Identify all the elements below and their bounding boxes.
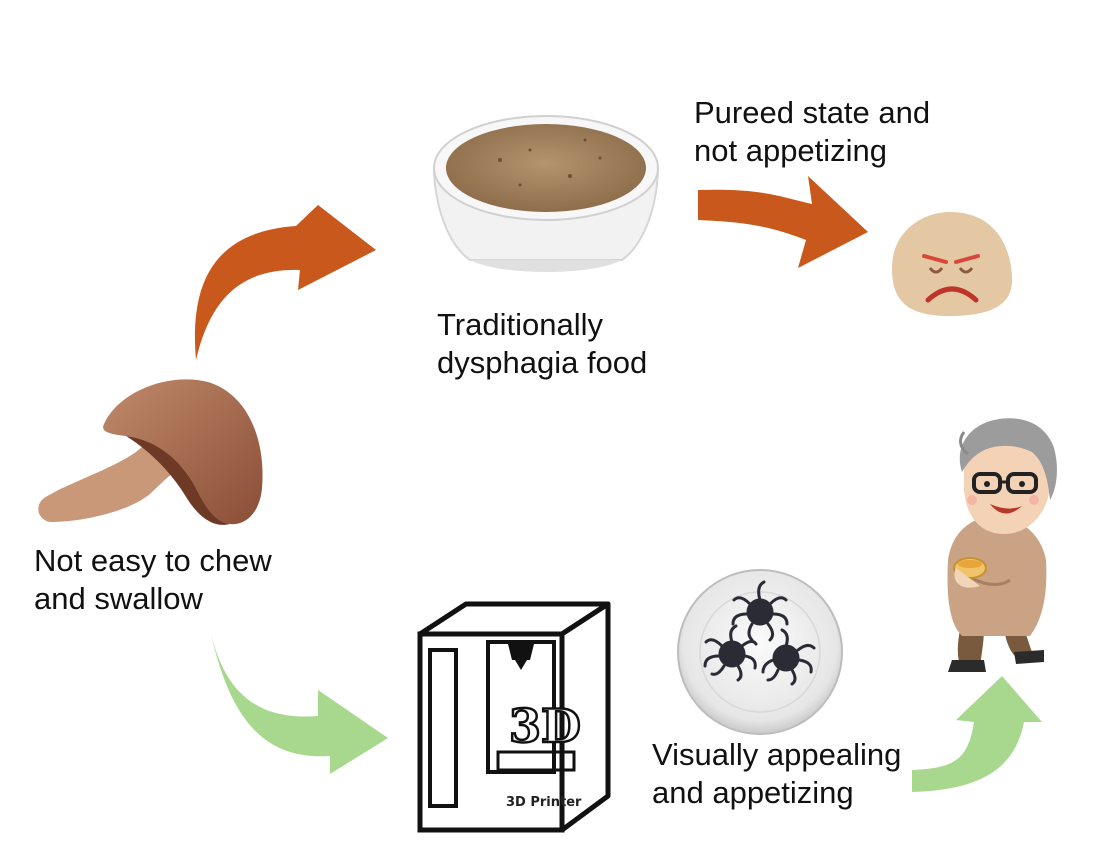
- arrow-to-elderly: [912, 676, 1042, 792]
- label-traditional-dysphagia-food: Traditionally dysphagia food: [437, 307, 648, 380]
- printer-logo: 3D: [509, 699, 581, 753]
- mushroom-icon: [38, 379, 263, 525]
- label-pureed-not-appetizing: Pureed state and not appetizing: [694, 95, 931, 168]
- printer-icon: 3D 3D Printer: [417, 601, 611, 833]
- printer-caption: 3D Printer: [506, 795, 582, 810]
- label-not-easy-to-chew: Not easy to chew and swallow: [34, 543, 272, 616]
- arrow-to-sad-face: [698, 176, 868, 268]
- printed-food-plate-icon: [677, 569, 843, 735]
- arrow-to-puree: [194, 205, 376, 360]
- sad-face-icon: [892, 212, 1013, 316]
- puree-bowl-icon: [432, 115, 660, 272]
- label-visually-appealing: Visually appealing and appetizing: [652, 737, 902, 810]
- elderly-man-icon: [947, 418, 1057, 672]
- arrow-to-printer: [210, 630, 388, 774]
